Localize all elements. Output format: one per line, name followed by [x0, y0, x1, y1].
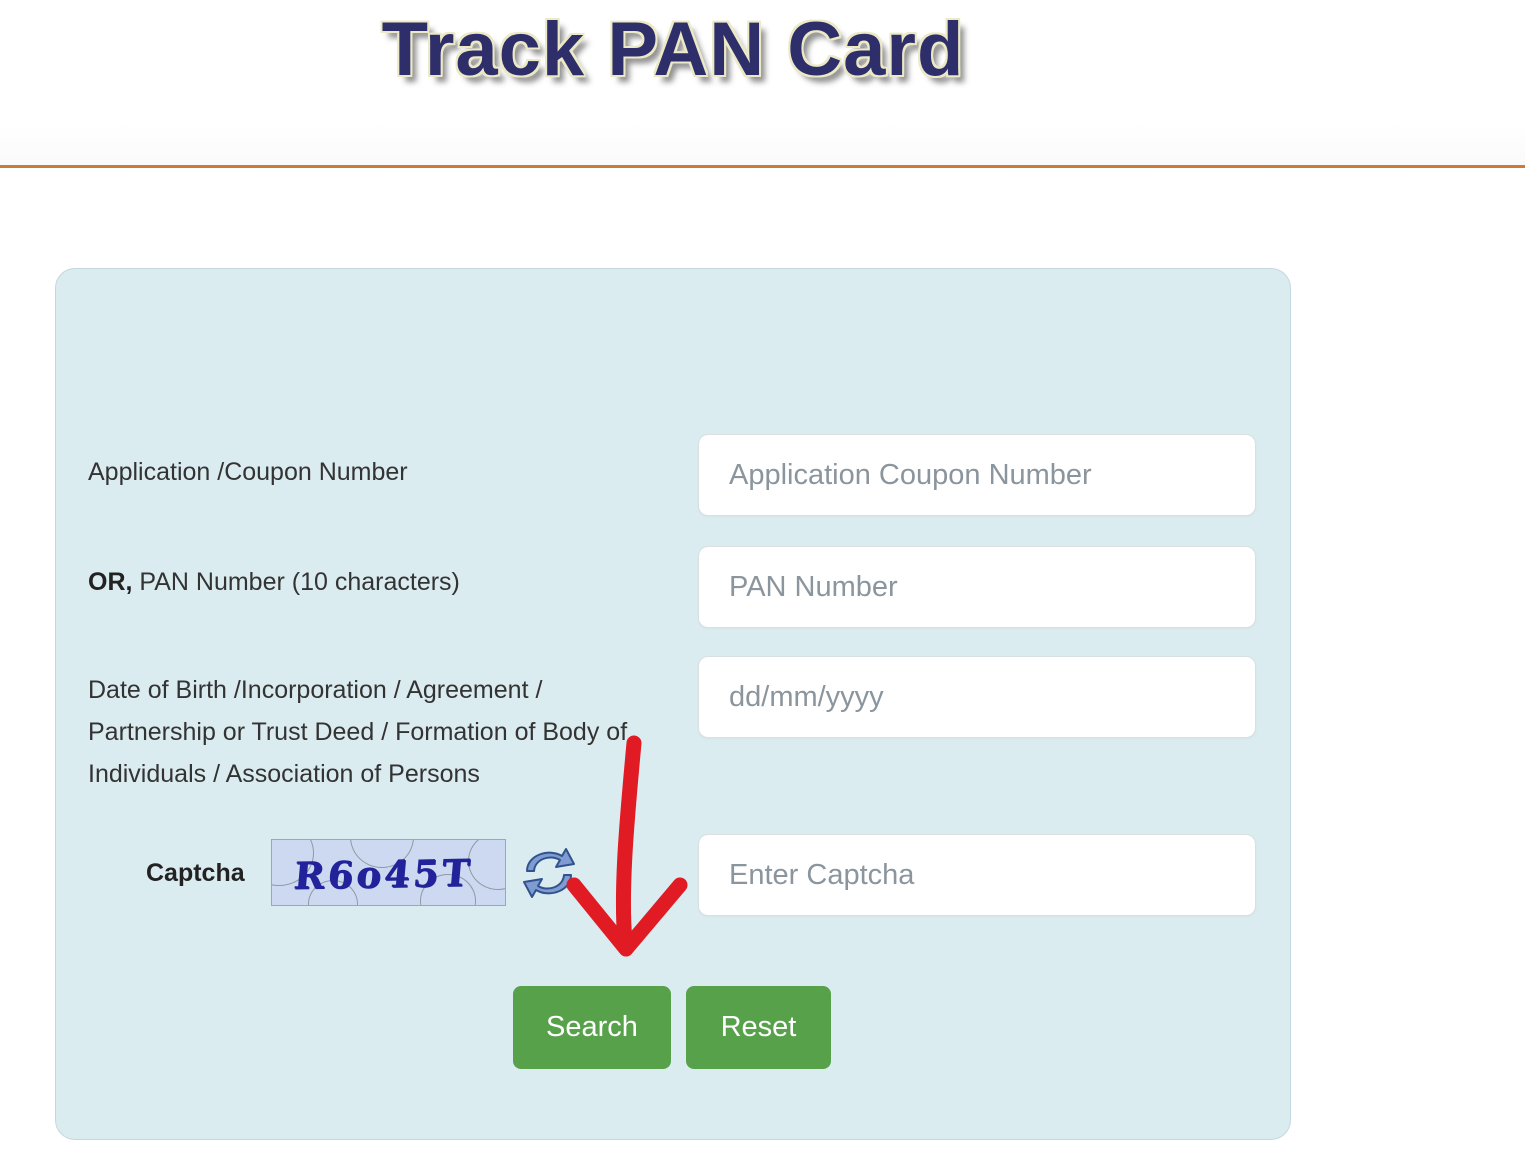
- captcha-label: Captcha: [146, 859, 245, 887]
- captcha-text: R6o45T: [291, 850, 475, 898]
- captcha-noise-circle: [468, 840, 505, 890]
- pan-label-text: PAN Number (10 characters): [132, 568, 460, 596]
- reset-button[interactable]: Reset: [686, 986, 831, 1069]
- application-number-label: Application /Coupon Number: [88, 458, 408, 486]
- captcha-refresh-button[interactable]: [519, 843, 579, 903]
- or-label-bold: OR,: [88, 568, 133, 596]
- dob-input[interactable]: [698, 656, 1256, 738]
- track-pan-form-panel: Application /Coupon Number OR, PAN Numbe…: [55, 268, 1291, 1140]
- refresh-arrows-icon: [519, 848, 579, 906]
- dob-label: Date of Birth /Incorporation / Agreement…: [88, 676, 628, 788]
- page-title: Track PAN Card: [381, 7, 965, 92]
- search-button[interactable]: Search: [513, 986, 671, 1069]
- pan-number-input[interactable]: [698, 546, 1256, 628]
- captcha-image: R6o45T: [271, 839, 506, 906]
- pan-number-label: OR, PAN Number (10 characters): [88, 561, 673, 603]
- application-number-input[interactable]: [698, 434, 1256, 516]
- page-header: Track PAN Card: [0, 0, 1525, 168]
- captcha-input[interactable]: [698, 834, 1256, 916]
